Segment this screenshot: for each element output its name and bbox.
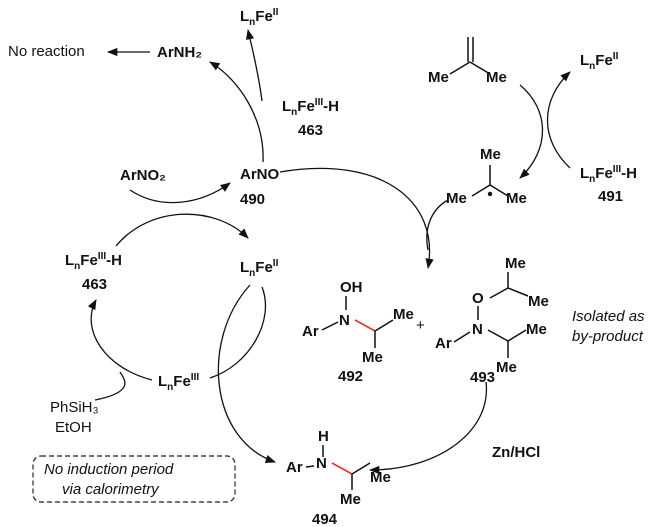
radical-bond-right [489,184,509,197]
induction-note-box [32,455,236,503]
compound-493-number: 493 [470,369,495,386]
isolated-note-line2: by-product [572,328,644,345]
isobutylene-me-right: Me [486,69,507,86]
arno2-label: ArNO₂ [120,167,166,184]
p493-bond-n-c [487,329,509,342]
lnfe-iii-bottom-label: LnFeIII [158,372,199,393]
no-reaction-label: No reaction [8,43,85,60]
phsih3-label: PhSiH₃ [50,399,99,416]
p492-me2: Me [362,349,383,366]
to-lnfe-ii-top-arrow [245,28,263,102]
radical-me-right: Me [506,190,527,207]
p492-red-cn-bond [354,319,376,332]
lnfe-ii-middle-label: LnFeII [240,258,279,279]
plus-sign: + [416,317,425,334]
p492-bond-me1 [374,319,394,332]
arnh2-label: ArNH₂ [157,44,202,61]
arno-to-products-arrow [279,167,434,270]
p494-me2: Me [340,491,361,508]
fe-h-to-fe-ii-arrow [546,71,571,169]
compound-463-left-number: 463 [82,276,107,293]
p493-n-label: N [472,321,483,338]
p493-bond-n-ar [453,331,471,343]
lnfe-iii-h-463-left-label: LnFeIII-H [65,251,122,272]
lnfe-iii-h-463-top-label: LnFeIII-H [282,97,339,118]
compound-491-number: 491 [598,188,623,205]
silane-entry-arrow [94,371,126,401]
isobutylene-bond-right [469,61,491,75]
isobutylene-me-left: Me [428,69,449,86]
radical-bond-left [471,184,491,197]
p494-h-label: H [318,428,329,445]
p494-bond-me1 [351,462,371,475]
arno-label: ArNO [240,166,280,183]
induction-note-line1: No induction period [44,461,174,478]
lnfe-h-to-lnfe-ii-arrow [115,213,249,247]
radical-join-arrow [426,199,449,251]
zn-hcl-arrow [368,381,488,475]
radical-dot [487,191,493,197]
p494-ar-label: Ar [286,459,303,476]
p493-bond-tbu-o [489,287,509,299]
alkene-to-radical-arrow [519,84,543,179]
induction-note-line2: via calorimetry [62,481,160,498]
p493-ar-label: Ar [435,335,452,352]
radical-me-left: Me [446,190,467,207]
arno2-to-arno-arrow [129,182,231,204]
p493-me4: Me [496,359,517,376]
isobutylene-bond-left [449,61,471,75]
etoh-label: EtOH [55,419,92,436]
p492-n-label: N [339,312,350,329]
p492-me1: Me [393,306,414,323]
lnfe-iii-h-491-label: LnFeIII-H [580,164,637,185]
p494-n-label: N [316,455,327,472]
lnfe-iii-to-lnfe-h-arrow [87,299,153,381]
lnfe-ii-top-label: LnFeII [240,7,279,28]
zn-hcl-label: Zn/HCl [492,444,540,461]
to-494-arrow [217,284,276,463]
compound-492-number: 492 [338,368,363,385]
isolated-note-line1: Isolated as [572,308,645,325]
p493-o-label: O [472,290,484,307]
p494-me1: Me [370,469,391,486]
p493-me2: Me [528,293,549,310]
compound-463-top-number: 463 [298,122,323,139]
radical-me-top: Me [480,146,501,163]
lnfe-ii-to-lnfe-iii-arrow [209,286,267,379]
lnfe-ii-right-label: LnFeII [580,51,619,72]
p493-me1: Me [505,255,526,272]
p494-red-cn-bond [331,462,353,475]
p493-bond-tbu-me2 [507,287,529,297]
p493-me3: Me [526,321,547,338]
compound-494-number: 494 [312,511,338,527]
p493-bond-me3 [507,329,527,342]
p494-bond-n-ar [305,465,315,468]
p492-ar-label: Ar [302,323,319,340]
p492-bond-n-ar [321,321,339,331]
arno-to-arnh2-arrow [209,61,264,163]
compound-490-number: 490 [240,191,265,208]
p492-oh-label: OH [340,279,363,296]
